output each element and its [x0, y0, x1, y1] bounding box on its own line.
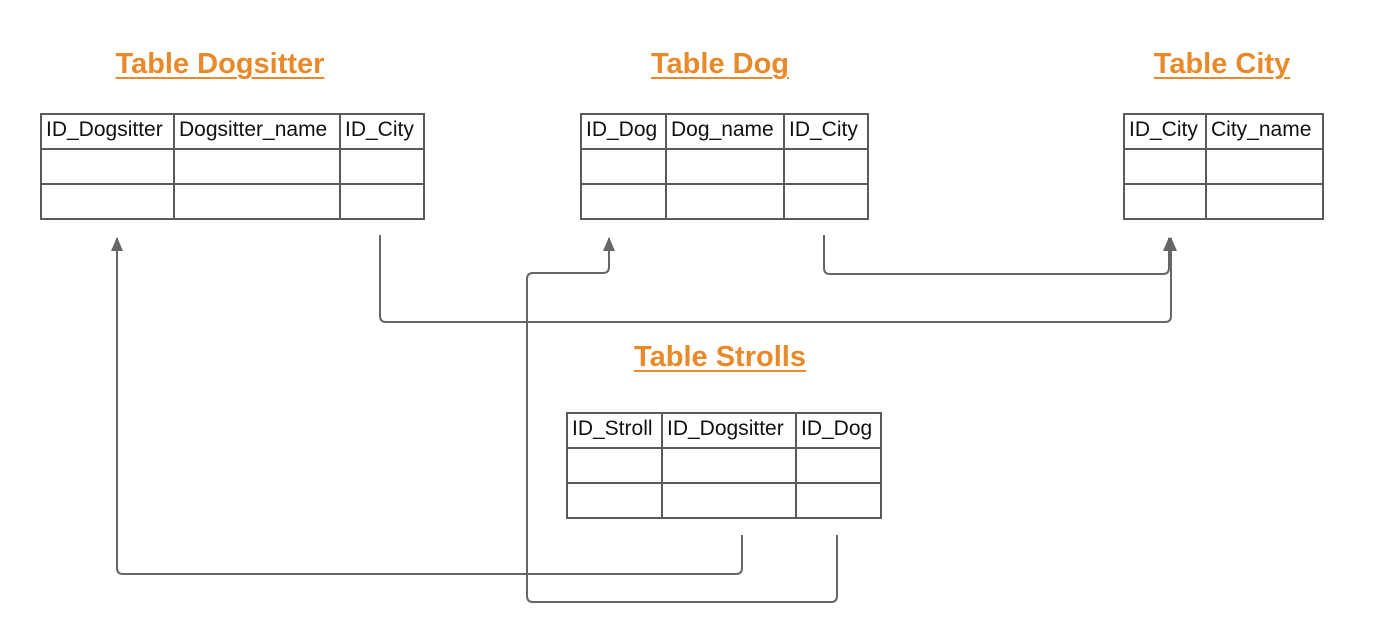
table-cell	[665, 148, 785, 185]
column-header-dog-name: Dog_name	[665, 113, 785, 150]
column-header-dogsitter-name: Dogsitter_name	[173, 113, 341, 150]
table-cell	[339, 183, 425, 220]
table-row	[566, 447, 882, 484]
table-cell	[580, 148, 667, 185]
table-cell	[1205, 183, 1324, 220]
table-row	[580, 148, 869, 185]
table-row	[40, 148, 425, 185]
connector-stroll-dogsitter-to-dogsitter	[111, 237, 743, 575]
table-cell	[580, 183, 667, 220]
column-header-id-dogsitter: ID_Dogsitter	[661, 412, 797, 449]
table-header-row: ID_Dog Dog_name ID_City	[580, 113, 869, 150]
table-cell	[1123, 183, 1207, 220]
column-header-id-dog: ID_Dog	[795, 412, 882, 449]
table-header-row: ID_Stroll ID_Dogsitter ID_Dog	[566, 412, 882, 449]
table-cell	[1123, 148, 1207, 185]
column-header-id-dog: ID_Dog	[580, 113, 667, 150]
column-header-id-city: ID_City	[783, 113, 869, 150]
table-cell	[665, 183, 785, 220]
table-cell	[783, 148, 869, 185]
table-cell	[795, 482, 882, 519]
table-row	[566, 482, 882, 519]
table-dog-title: Table Dog	[650, 48, 790, 80]
table-cell	[566, 482, 663, 519]
connector-dogsitter-city-to-city	[379, 235, 1177, 323]
table-header-row: ID_City City_name	[1123, 113, 1324, 150]
table-cell	[795, 447, 882, 484]
connector-dog-city-to-city	[823, 235, 1175, 275]
column-header-id-city: ID_City	[1123, 113, 1207, 150]
table-row	[580, 183, 869, 220]
table-cell	[40, 183, 175, 220]
table-city-title: Table City	[1153, 48, 1291, 80]
column-header-id-dogsitter: ID_Dogsitter	[40, 113, 175, 150]
table-cell	[173, 148, 341, 185]
table-cell	[783, 183, 869, 220]
table-row	[40, 183, 425, 220]
table-cell	[566, 447, 663, 484]
table-strolls-title: Table Strolls	[634, 341, 806, 373]
column-header-city-name: City_name	[1205, 113, 1324, 150]
table-cell	[661, 482, 797, 519]
table-cell	[661, 447, 797, 484]
column-header-id-city: ID_City	[339, 113, 425, 150]
table-dog: ID_Dog Dog_name ID_City	[580, 113, 869, 220]
table-header-row: ID_Dogsitter Dogsitter_name ID_City	[40, 113, 425, 150]
table-dogsitter: ID_Dogsitter Dogsitter_name ID_City	[40, 113, 425, 220]
table-cell	[339, 148, 425, 185]
table-strolls: ID_Stroll ID_Dogsitter ID_Dog	[566, 412, 882, 519]
table-row	[1123, 148, 1324, 185]
column-header-id-stroll: ID_Stroll	[566, 412, 663, 449]
table-city: ID_City City_name	[1123, 113, 1324, 220]
table-cell	[1205, 148, 1324, 185]
table-cell	[40, 148, 175, 185]
table-cell	[173, 183, 341, 220]
table-row	[1123, 183, 1324, 220]
table-dogsitter-title: Table Dogsitter	[115, 48, 325, 80]
